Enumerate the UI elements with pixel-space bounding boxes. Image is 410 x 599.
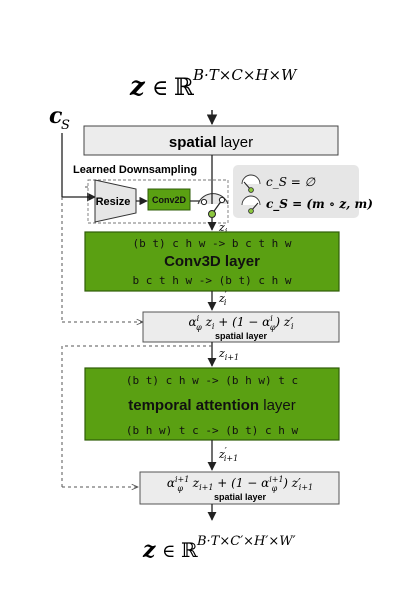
switch-contact-a (200, 198, 208, 206)
downsampling-title: Learned Downsampling (73, 164, 197, 176)
condition-switch (197, 193, 229, 218)
input-tensor-dims: B·T×C×H×W (192, 66, 298, 84)
mix-1-label: spatial layer (215, 331, 268, 341)
conv3d-block (84, 231, 340, 292)
conv3d-reshape-in: (b t) c h w -> b c t h w (133, 237, 292, 250)
legend-option-empty: c_S = ∅ (241, 174, 316, 193)
switch-legend (233, 165, 359, 218)
input-tensor-in: ∈ (152, 76, 168, 101)
condition-label: c S (49, 103, 70, 133)
input-tensor-label: z ∈ ℝ B·T×C×H×W (129, 66, 298, 102)
switch-pivot (208, 210, 216, 218)
mix-block-1 (142, 311, 340, 343)
temporal-title: temporal attention layer (128, 397, 296, 414)
mix-block-2 (139, 471, 340, 505)
conv3d-reshape-out: b c t h w -> (b t) c h w (133, 274, 292, 287)
signal-z-i1: zi+1 (218, 347, 239, 362)
temporal-reshape-out: (b h w) t c -> (b t) c h w (126, 424, 299, 437)
resize-block (94, 179, 137, 223)
legend-text-masked: c_S = (m ∘ z, m) (266, 197, 373, 212)
temporal-reshape-in: (b t) c h w -> (b h w) t c (126, 374, 298, 387)
input-tensor-symbol: z (129, 72, 146, 102)
input-tensor-field: ℝ (174, 73, 195, 101)
spatial-layer-label: spatial layer (169, 134, 253, 151)
output-tensor-dims: B·T×C′×H′×W′ (196, 534, 296, 549)
downsampling-box (87, 179, 229, 224)
output-tensor-field: ℝ (181, 538, 198, 562)
spatial-layer-block (83, 125, 339, 156)
mix-2-label: spatial layer (214, 492, 267, 502)
conv2d-label: Conv2D (152, 195, 187, 205)
condition-symbol: c (49, 103, 63, 129)
conv2d-block (147, 188, 191, 211)
signal-z-i1-prime: z′i+1 (218, 447, 238, 463)
output-tensor-in: ∈ (162, 541, 175, 562)
output-tensor-label: z ∈ ℝ B·T×C′×H′×W′ (142, 534, 296, 563)
condition-subscript: S (61, 118, 70, 133)
legend-text-empty: c_S = ∅ (266, 175, 316, 189)
switch-contact-b (218, 196, 226, 204)
legend-option-masked: c_S = (m ∘ z, m) (241, 195, 373, 214)
resize-label: Resize (96, 196, 131, 208)
conv3d-title: Conv3D layer (164, 253, 260, 270)
signal-z-i-prime: z′i (218, 291, 227, 307)
output-tensor-symbol: z (142, 537, 156, 563)
